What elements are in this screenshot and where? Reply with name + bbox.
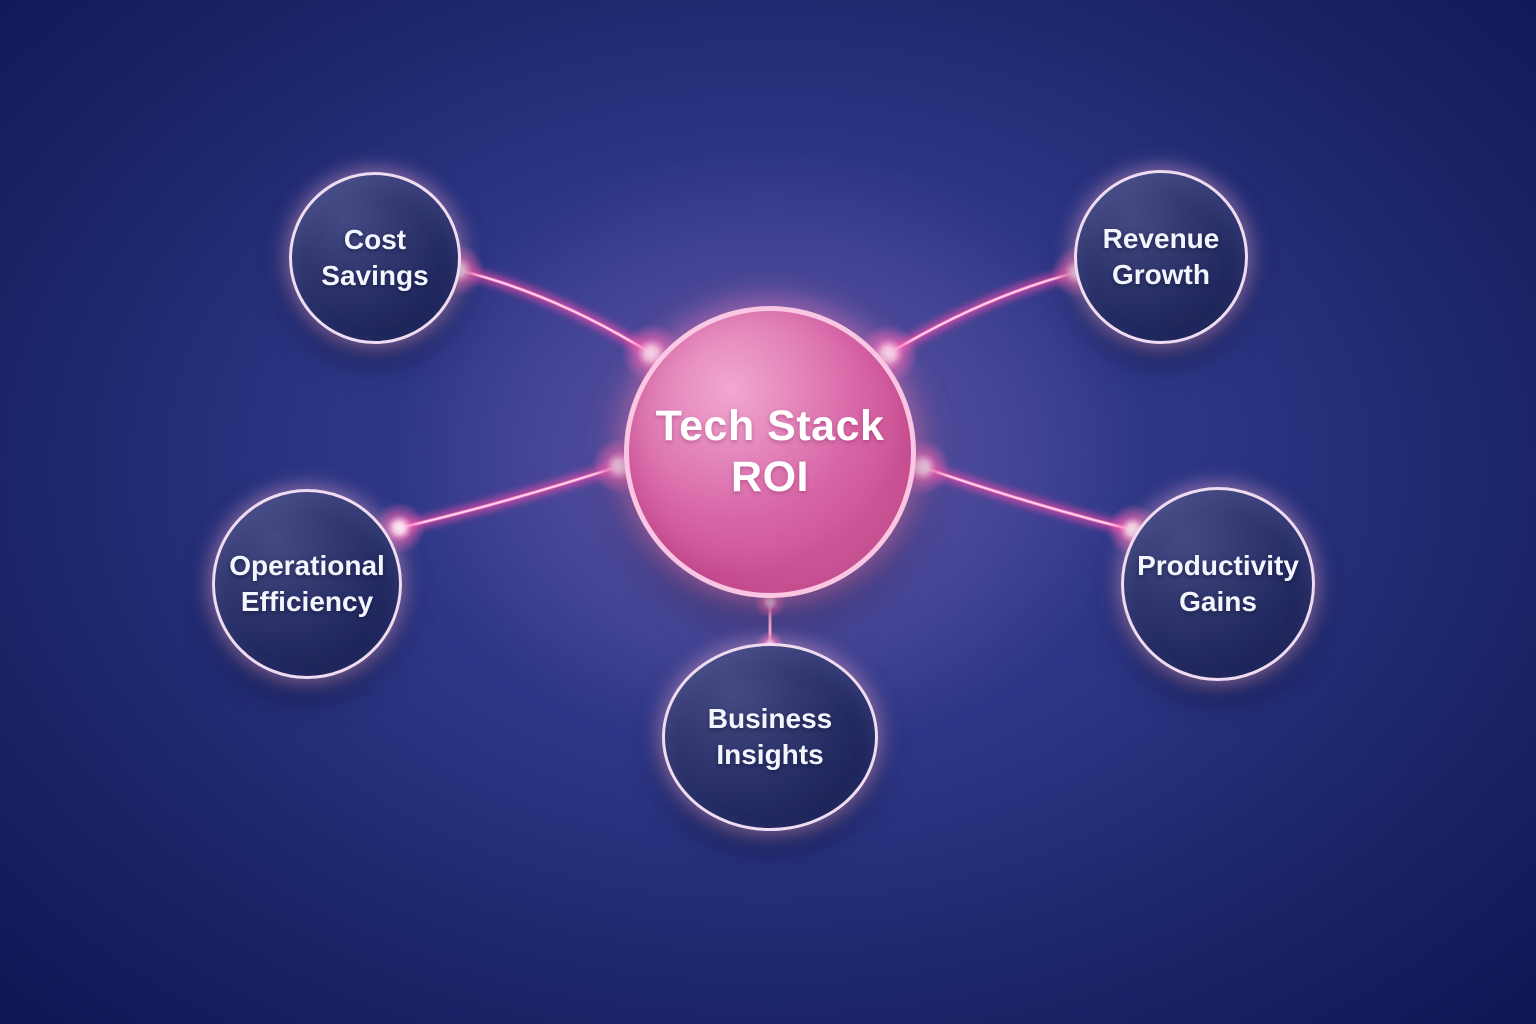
connector-hub-operational-efficiency — [398, 462, 622, 532]
node-revenue-growth: Revenue Growth — [1074, 170, 1248, 344]
node-label: Business Insights — [707, 702, 833, 770]
connector-hub-cost-savings — [457, 266, 655, 358]
node-operational-efficiency: Operational Efficiency — [212, 489, 402, 679]
node-cost-savings: Cost Savings — [289, 172, 461, 344]
hub-node-tech-stack-roi: Tech Stack ROI — [624, 306, 916, 598]
connector-hub-revenue-growth — [885, 268, 1079, 358]
connector-hub-productivity-gains — [920, 463, 1134, 534]
node-label: Cost Savings — [321, 223, 429, 291]
node-label: Productivity Gains — [1137, 549, 1299, 617]
node-business-insights: Business Insights — [662, 643, 878, 831]
node-label: Operational Efficiency — [229, 549, 385, 617]
node-label: Revenue Growth — [1102, 222, 1220, 290]
hub-label: Tech Stack ROI — [655, 402, 885, 501]
node-productivity-gains: Productivity Gains — [1121, 487, 1315, 681]
